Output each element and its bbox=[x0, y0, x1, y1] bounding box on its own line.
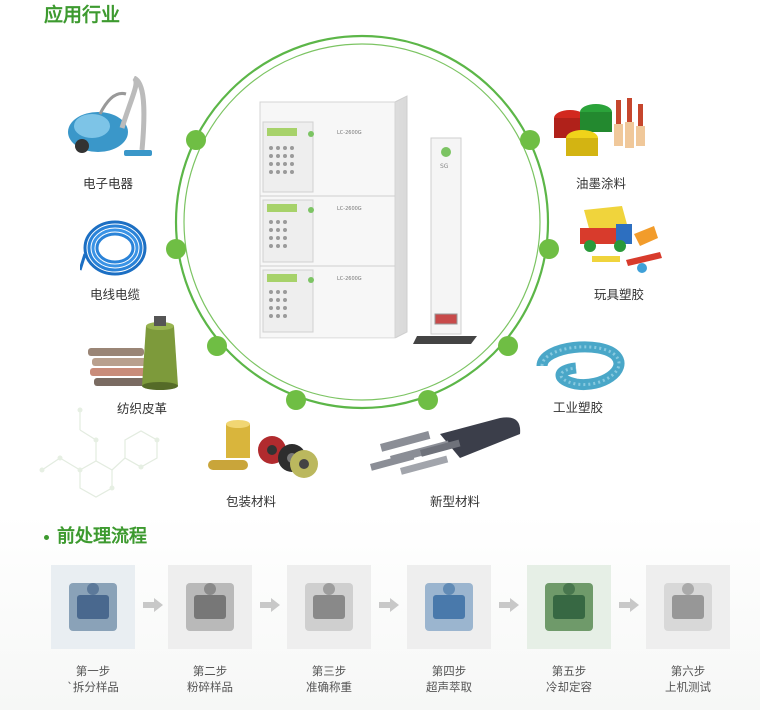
molecule-decoration-icon bbox=[39, 407, 160, 498]
step-label: 第五步冷却定容 bbox=[519, 663, 619, 695]
arrow-right-icon bbox=[260, 598, 280, 612]
step-name: 准确称重 bbox=[306, 680, 352, 694]
step-name: 冷却定容 bbox=[546, 680, 592, 694]
ring-node bbox=[286, 390, 306, 410]
hplc-instrument-icon: LC-2600G LC-2600G LC-2600G SG bbox=[259, 95, 477, 378]
brand-text: SG bbox=[440, 163, 449, 170]
vacuum-cleaner-icon bbox=[68, 76, 152, 156]
application-label-paint: 油墨涂料 bbox=[575, 176, 627, 191]
application-label-newmat: 新型材料 bbox=[429, 494, 481, 509]
page-title: 应用行业 bbox=[44, 4, 121, 26]
step-number: 第四步 bbox=[431, 664, 467, 678]
step-number: 第六步 bbox=[670, 664, 706, 678]
module-label: LC-2600G bbox=[337, 130, 362, 136]
paint-cans-icon bbox=[554, 98, 645, 156]
ring-node bbox=[207, 336, 227, 356]
ring-node bbox=[418, 390, 438, 410]
cable-coil-icon bbox=[80, 220, 147, 276]
ultrasonic-bath-icon bbox=[407, 565, 491, 649]
hose-icon bbox=[536, 341, 625, 391]
step-label: 第二步粉碎样品 bbox=[160, 663, 260, 695]
step-name: 上机测试 bbox=[665, 680, 711, 694]
application-label-wire: 电线电缆 bbox=[89, 287, 141, 302]
toy-truck-icon bbox=[580, 206, 662, 273]
step-number: 第五步 bbox=[551, 664, 587, 678]
application-label-packaging: 包装材料 bbox=[225, 494, 277, 509]
step-label: 第四步超声萃取 bbox=[399, 663, 499, 695]
bullet-icon bbox=[44, 534, 49, 540]
lab-worker-icon bbox=[51, 565, 135, 649]
application-label-industrial: 工业塑胶 bbox=[552, 400, 604, 415]
technician-icon bbox=[527, 565, 611, 649]
sheet-material-icon bbox=[370, 417, 521, 475]
arrow-right-icon bbox=[379, 598, 399, 612]
step-label: 第一步 `拆分样品 bbox=[43, 663, 143, 695]
step-number: 第一步 bbox=[75, 664, 111, 678]
module-label: LC-2600G bbox=[337, 276, 362, 282]
step-number: 第三步 bbox=[311, 664, 347, 678]
grinder-icon bbox=[168, 565, 252, 649]
step-label: 第三步准确称重 bbox=[279, 663, 379, 695]
foil-rolls-icon bbox=[208, 420, 318, 478]
step-name: 超声萃取 bbox=[426, 680, 472, 694]
ring-node bbox=[166, 239, 186, 259]
step-name: 粉碎样品 bbox=[187, 680, 233, 694]
application-label-electrical: 电子电器 bbox=[82, 176, 134, 191]
section-title: 前处理流程 bbox=[44, 522, 147, 548]
ring-node bbox=[186, 130, 206, 150]
application-ring bbox=[166, 34, 559, 410]
arrow-right-icon bbox=[499, 598, 519, 612]
thread-spool-icon bbox=[88, 316, 178, 390]
step-label: 第六步上机测试 bbox=[638, 663, 738, 695]
application-label-toys: 玩具塑胶 bbox=[593, 287, 645, 302]
step-name: `拆分样品 bbox=[67, 680, 119, 694]
arrow-right-icon bbox=[143, 598, 163, 612]
module-label: LC-2600G bbox=[337, 206, 362, 212]
ring-node bbox=[539, 239, 559, 259]
ring-node bbox=[498, 336, 518, 356]
step-number: 第二步 bbox=[192, 664, 228, 678]
balance-icon bbox=[287, 565, 371, 649]
ring-node bbox=[520, 130, 540, 150]
hplc-system-icon bbox=[646, 565, 730, 649]
application-label-textile: 纺织皮革 bbox=[116, 401, 168, 416]
arrow-right-icon bbox=[619, 598, 639, 612]
